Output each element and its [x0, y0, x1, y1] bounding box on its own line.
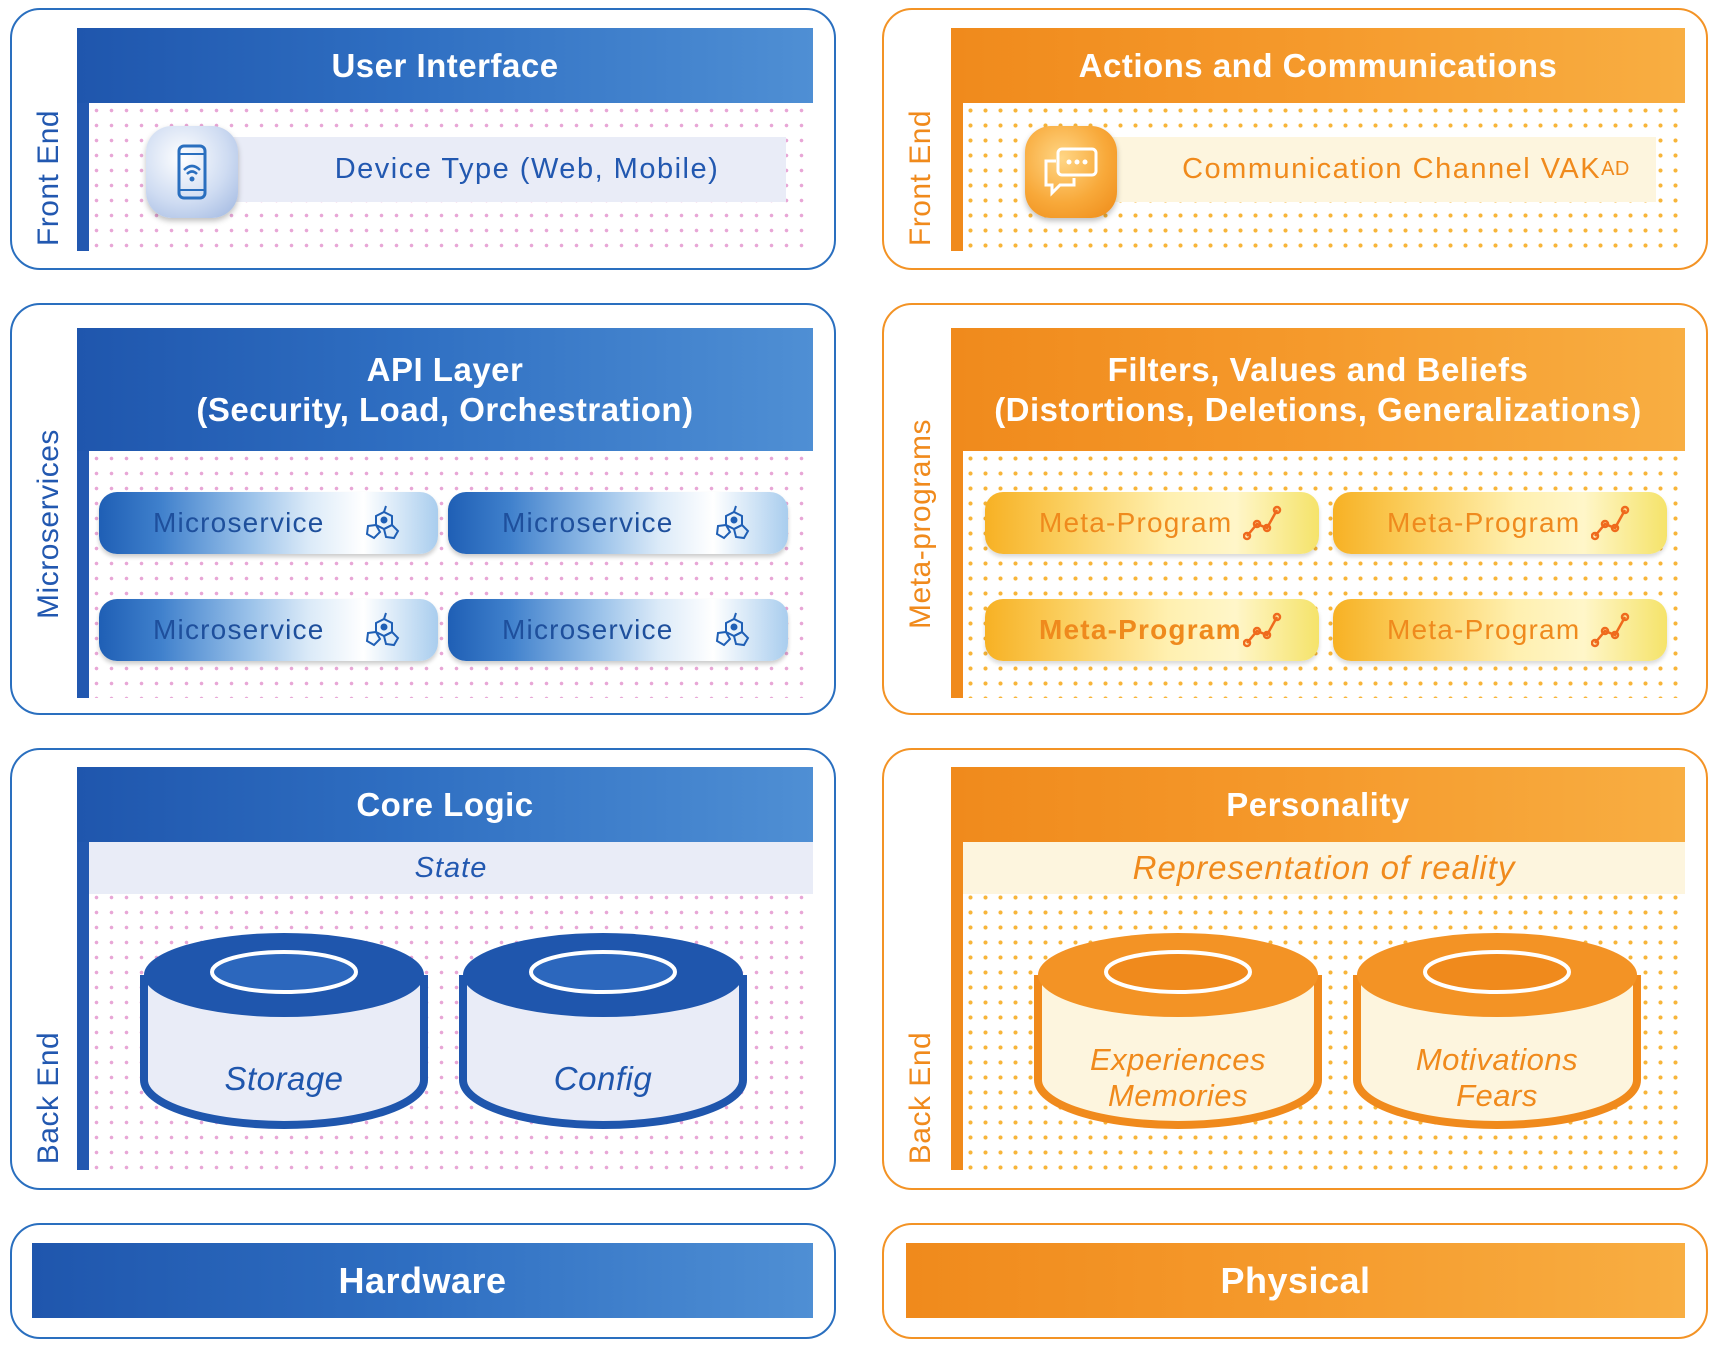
microservice-pill: Microservice	[99, 599, 438, 661]
motivations-line2: Fears	[1456, 1077, 1538, 1113]
physical-bar: Physical	[906, 1243, 1685, 1318]
physical-label: Physical	[1220, 1259, 1371, 1301]
meta-program-label: Meta-Program	[1387, 507, 1581, 538]
core-logic-header: Core Logic	[77, 767, 813, 842]
back-end-side-label: Back End	[904, 1031, 937, 1165]
microservice-pill: Microservice	[99, 492, 438, 554]
microservice-label: Microservice	[153, 614, 325, 645]
storage-cylinder: Storage	[140, 930, 428, 1130]
api-layer-title: API Layer	[366, 350, 524, 388]
microservice-label: Microservice	[502, 614, 674, 645]
experiences-cylinder: Experiences Memories	[1034, 930, 1322, 1130]
personality-title: Personality	[1226, 785, 1410, 823]
user-interface-header: User Interface	[77, 28, 813, 103]
core-logic-title: Core Logic	[356, 785, 534, 823]
core-logic-bar	[77, 767, 89, 1170]
representation-strip: Representation of reality	[963, 842, 1685, 894]
motivations-cylinder: Motivations Fears	[1353, 930, 1641, 1130]
line-graph-icon	[1591, 612, 1630, 648]
back-end-side-label: Back End	[32, 1031, 65, 1165]
meta-program-label: Meta-Program	[1387, 614, 1581, 645]
meta-program-pill: Meta-Program	[985, 599, 1319, 661]
line-graph-icon	[1591, 505, 1630, 541]
molecule-icon	[365, 505, 400, 540]
storage-label: Storage	[224, 1060, 344, 1097]
microservices-side-label: Microservices	[32, 429, 65, 619]
personality-header: Personality	[951, 767, 1685, 842]
front-end-side-label: Front End	[32, 109, 65, 247]
molecule-icon	[715, 612, 750, 647]
line-graph-icon	[1243, 505, 1282, 541]
microservice-pill: Microservice	[448, 492, 788, 554]
microservice-label: Microservice	[502, 507, 674, 538]
mobile-wifi-icon	[146, 126, 238, 218]
meta-programs-side-label: Meta-programs	[904, 419, 937, 629]
experiences-line2: Memories	[1107, 1077, 1249, 1113]
meta-program-label: Meta-Program	[1039, 614, 1242, 645]
motivations-label: Motivations Fears	[1353, 1042, 1641, 1113]
motivations-line1: Motivations	[1415, 1042, 1579, 1077]
filters-values-subtitle: (Distortions, Deletions, Generalizations…	[994, 390, 1642, 428]
device-type-label: Device Type (Web, Mobile)	[334, 153, 720, 185]
experiences-label: Experiences Memories	[1034, 1042, 1322, 1113]
molecule-icon	[715, 505, 750, 540]
microservice-label: Microservice	[153, 507, 325, 538]
config-cylinder: Config	[459, 930, 747, 1130]
communication-channel-label: Communication Channel VAK	[1182, 153, 1602, 185]
hardware-bar: Hardware	[32, 1243, 813, 1318]
front-end-side-label: Front End	[904, 109, 937, 247]
api-layer-header: API Layer (Security, Load, Orchestration…	[77, 328, 813, 451]
representation-label: Representation of reality	[1132, 849, 1516, 886]
communication-channel-sub: AD	[1601, 158, 1630, 180]
molecule-icon	[365, 612, 400, 647]
user-interface-title: User Interface	[331, 46, 559, 84]
meta-program-pill: Meta-Program	[1333, 599, 1667, 661]
actions-communications-title: Actions and Communications	[1078, 46, 1558, 84]
device-type-strip: Device Type (Web, Mobile)	[208, 137, 786, 202]
meta-program-pill: Meta-Program	[985, 492, 1319, 554]
chat-bubbles-icon	[1025, 126, 1117, 218]
actions-communications-header: Actions and Communications	[951, 28, 1685, 103]
line-graph-icon	[1243, 612, 1282, 648]
state-label: State	[414, 851, 488, 884]
meta-program-pill: Meta-Program	[1333, 492, 1667, 554]
hardware-label: Hardware	[338, 1259, 507, 1301]
meta-program-label: Meta-Program	[1039, 507, 1233, 538]
filters-values-title: Filters, Values and Beliefs	[1107, 350, 1529, 388]
config-label: Config	[553, 1060, 653, 1097]
state-strip: State	[89, 842, 813, 894]
api-layer-subtitle: (Security, Load, Orchestration)	[196, 390, 694, 428]
personality-bar	[951, 767, 963, 1170]
experiences-line1: Experiences	[1089, 1042, 1267, 1077]
microservice-pill: Microservice	[448, 599, 788, 661]
filters-values-header: Filters, Values and Beliefs (Distortions…	[951, 328, 1685, 451]
